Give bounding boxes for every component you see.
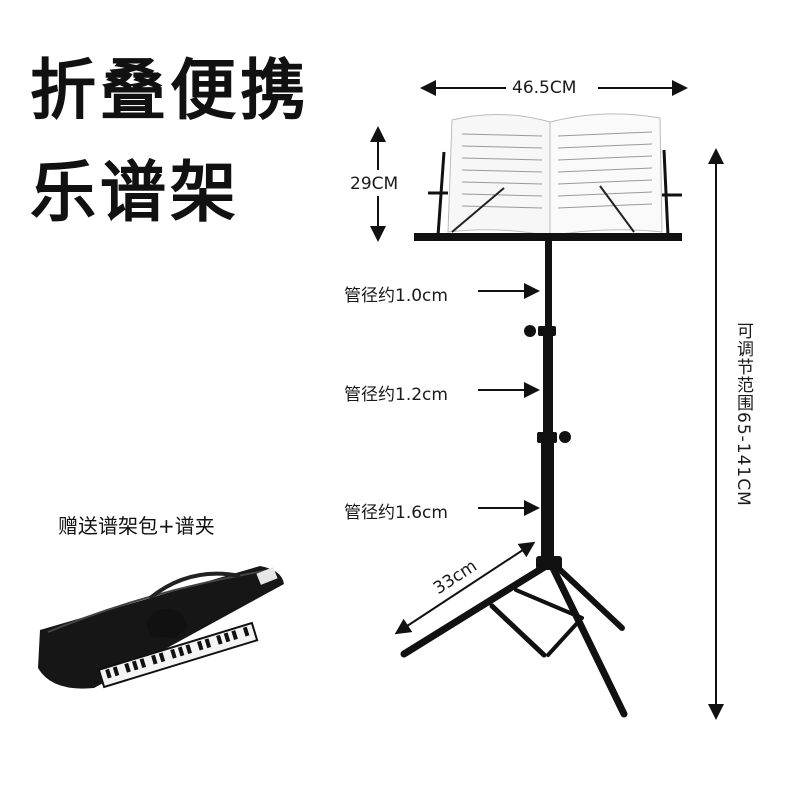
pipe-label-arrows: [478, 283, 540, 516]
title-line-1: 折叠便携: [30, 52, 310, 129]
leg-span-arrow: [394, 541, 536, 635]
adjustable-range-label: 可调节范围65-141CM: [733, 322, 753, 507]
gift-label: 赠送谱架包+谱夹: [58, 514, 215, 538]
pipe-diameter-label-bottom: 管径约1.6cm: [344, 503, 448, 523]
sheet-music-book: [447, 113, 663, 237]
width-label: 46.5CM: [512, 78, 577, 98]
page-clip: [97, 608, 259, 689]
stand-pole: [524, 240, 571, 570]
title-line-2: 乐谱架: [30, 154, 240, 231]
pipe-diameter-label-middle: 管径约1.2cm: [344, 385, 448, 405]
pipe-diameter-label-top: 管径约1.0cm: [344, 286, 448, 306]
height-label: 29CM: [350, 174, 399, 194]
music-desk: [414, 149, 682, 241]
